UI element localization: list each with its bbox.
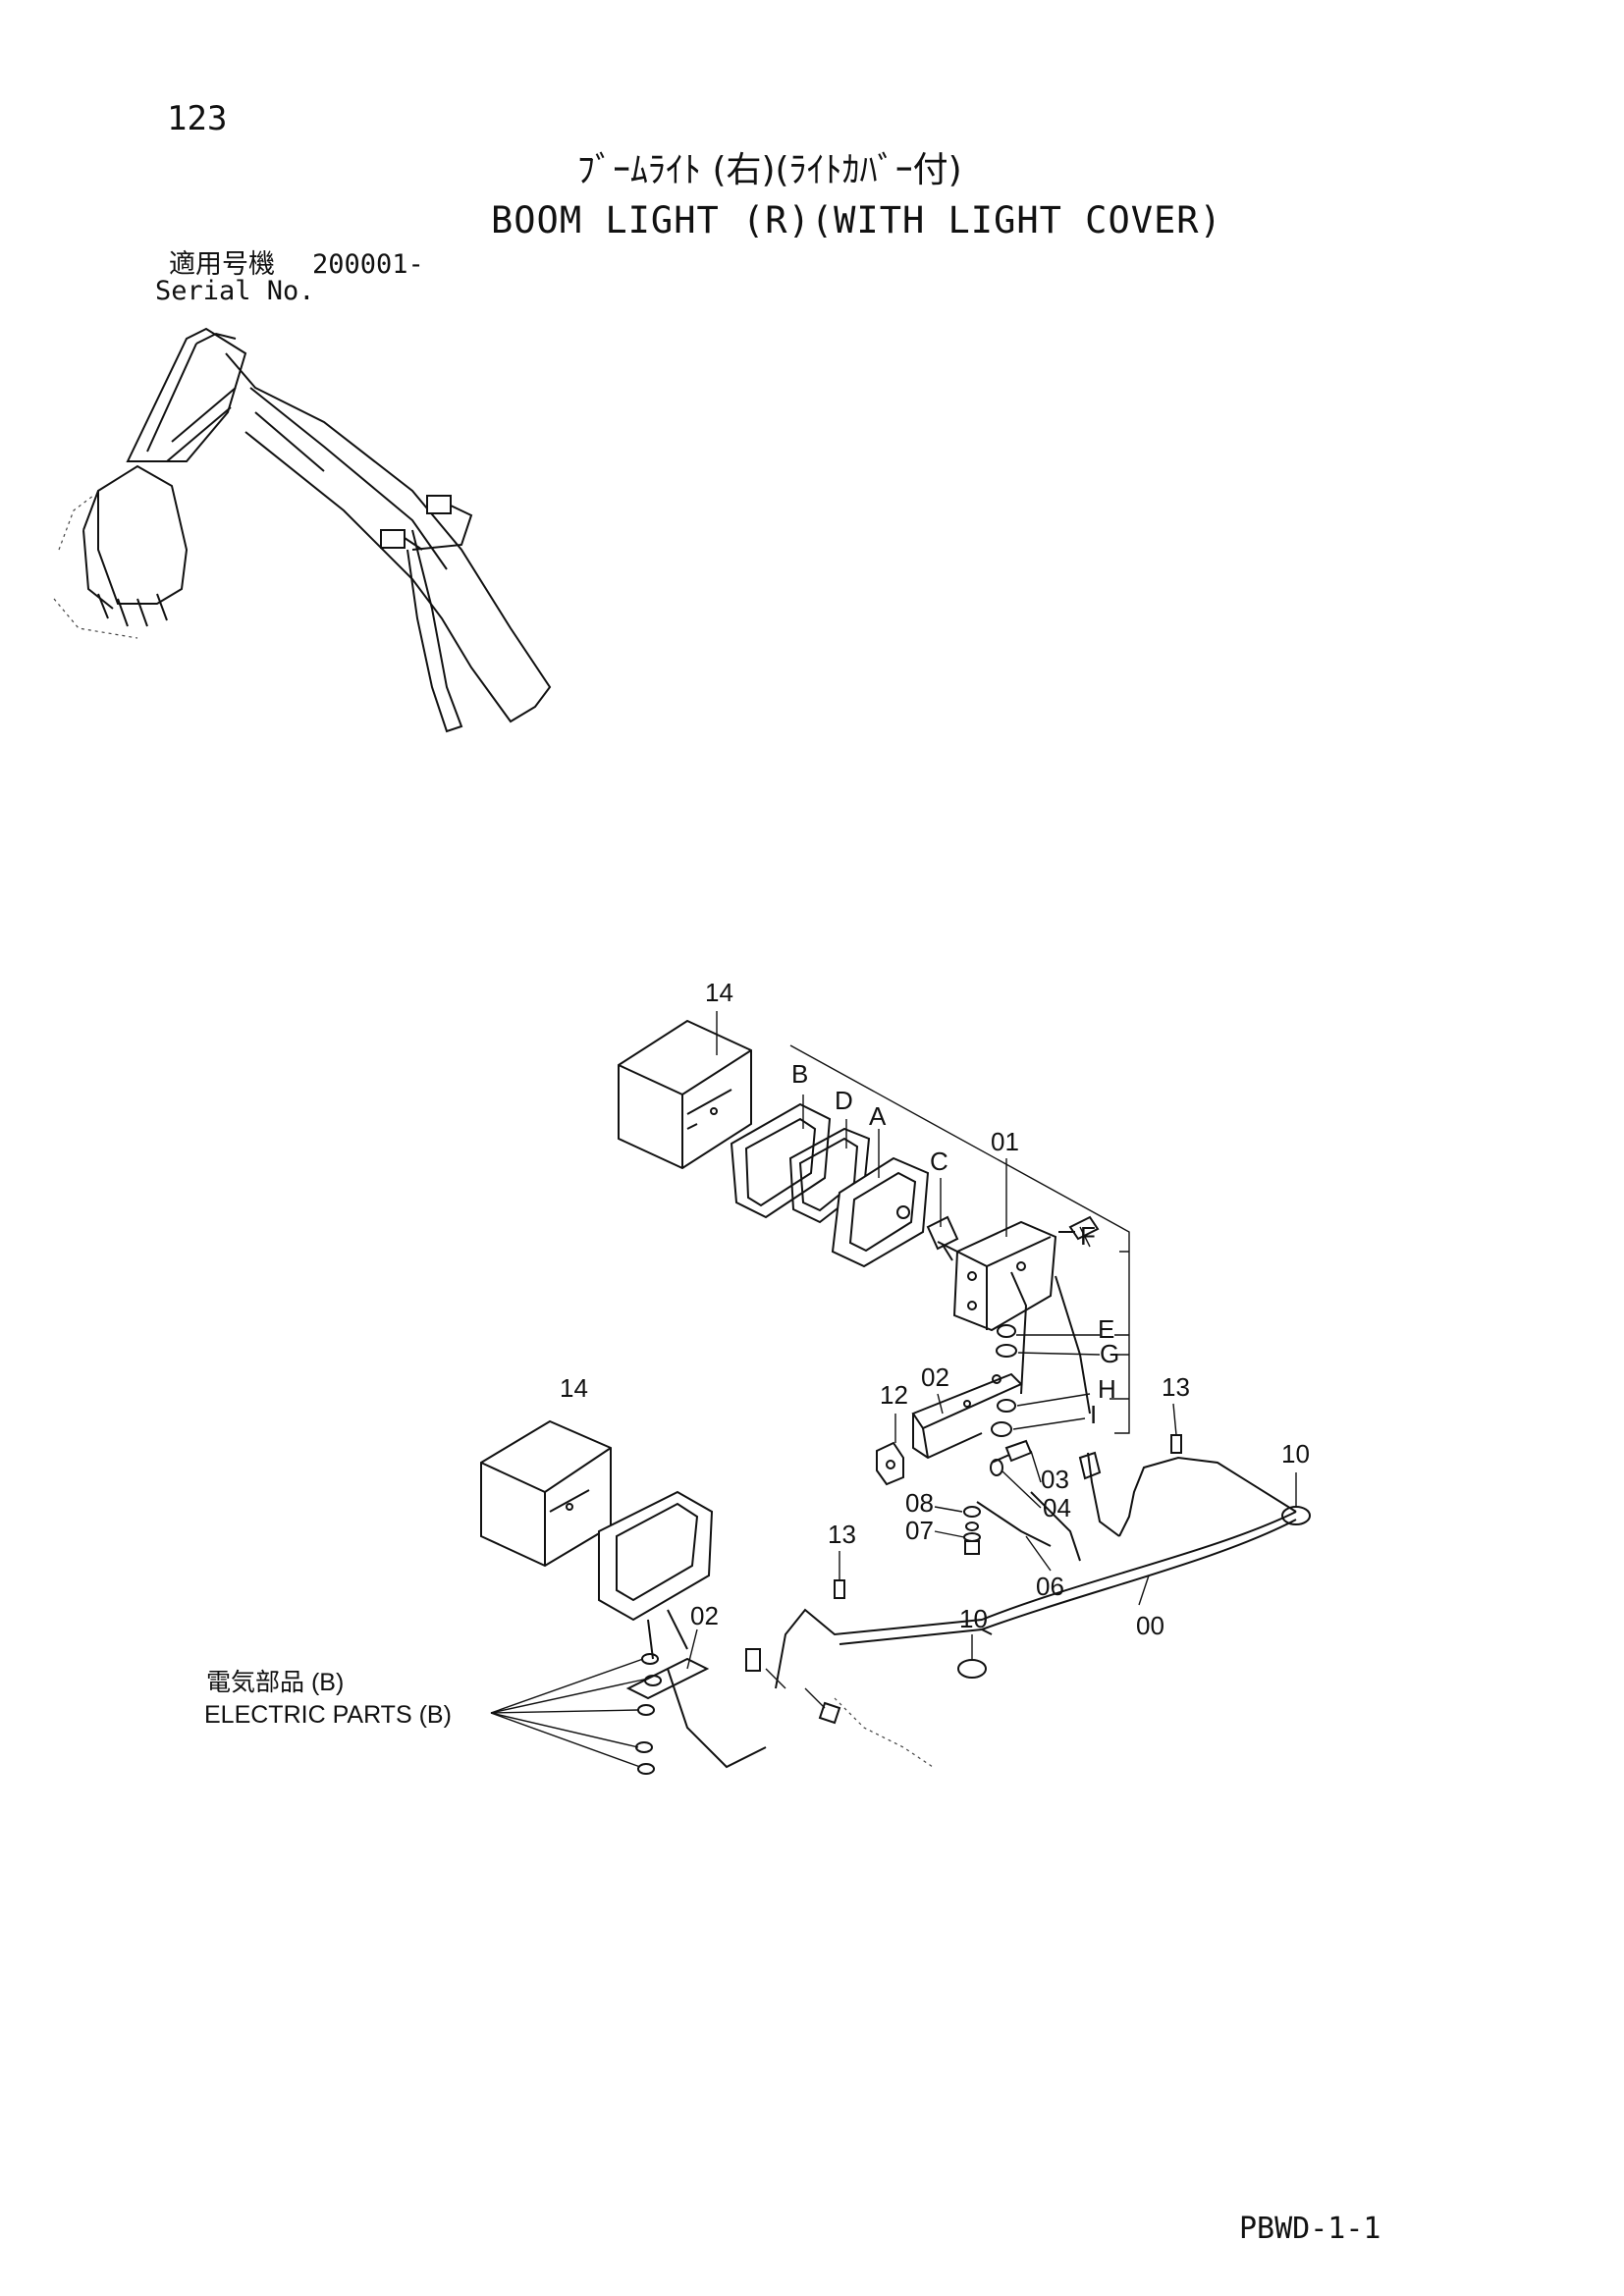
callout-02-upper: 02 [921,1362,949,1392]
callout-b: B [791,1059,808,1089]
callout-h: H [1098,1374,1116,1404]
callout-c: C [930,1147,948,1176]
callout-00: 00 [1136,1611,1164,1640]
electric-parts-pointer-lines [490,1653,662,1775]
callout-12: 12 [880,1380,908,1410]
serial-number-value: 200001- [312,249,424,280]
callout-g: G [1100,1339,1119,1368]
callout-i: I [1090,1400,1097,1429]
lamp-assembly-lower [598,1490,934,1769]
callout-14-lower: 14 [560,1373,588,1403]
light-cover-upper [618,1019,752,1170]
washer-08-bolt-07 [963,1506,981,1555]
clip-12 [876,1441,904,1486]
title-english: BOOM LIGHT (R)(WITH LIGHT COVER) [491,199,1222,241]
callout-14-upper: 14 [705,978,733,1007]
callout-bracket [789,1044,1130,1434]
wiring-harness [775,1434,1311,1689]
callout-13-left: 13 [828,1520,856,1549]
callout-02-lower: 02 [690,1601,719,1630]
callout-d: D [835,1086,853,1115]
callout-01: 01 [991,1127,1019,1156]
callout-a: A [869,1101,887,1131]
light-cover-lower [480,1419,612,1568]
title-japanese: ﾌﾞｰﾑﾗｲﾄ (右)(ﾗｲﾄｶﾊﾞｰ付) [577,150,962,190]
bolt-03-washer-04 [990,1439,1033,1476]
callout-08: 08 [905,1488,934,1518]
screw-f [1058,1215,1100,1241]
callout-10-left: 10 [959,1604,988,1633]
callout-10-right: 10 [1281,1439,1310,1468]
callout-f: F [1080,1221,1096,1251]
callout-04: 04 [1043,1493,1071,1522]
footer-document-code: PBWD-1-1 [1239,2212,1381,2246]
serial-label-japanese: 適用号機 [169,249,275,280]
callout-06: 06 [1036,1572,1064,1601]
excavator-arm-illustration [53,327,552,733]
electric-parts-label-jp: 電気部品 (B) [206,1669,344,1696]
page-number: 123 [167,99,228,138]
callout-e: E [1098,1314,1114,1344]
callout-07: 07 [905,1516,934,1545]
lens-a [831,1156,930,1268]
bracket-02-upper [911,1372,1023,1460]
serial-label-english: Serial No. [155,276,315,306]
electric-parts-label-en: ELECTRIC PARTS (B) [204,1701,452,1729]
callout-03: 03 [1041,1465,1069,1494]
callout-13-right: 13 [1162,1372,1190,1402]
lens-frame-b [730,1102,832,1219]
lamp-body-01 [952,1220,1057,1332]
bulb-c [926,1215,959,1261]
leader-lines [686,1011,1297,1670]
